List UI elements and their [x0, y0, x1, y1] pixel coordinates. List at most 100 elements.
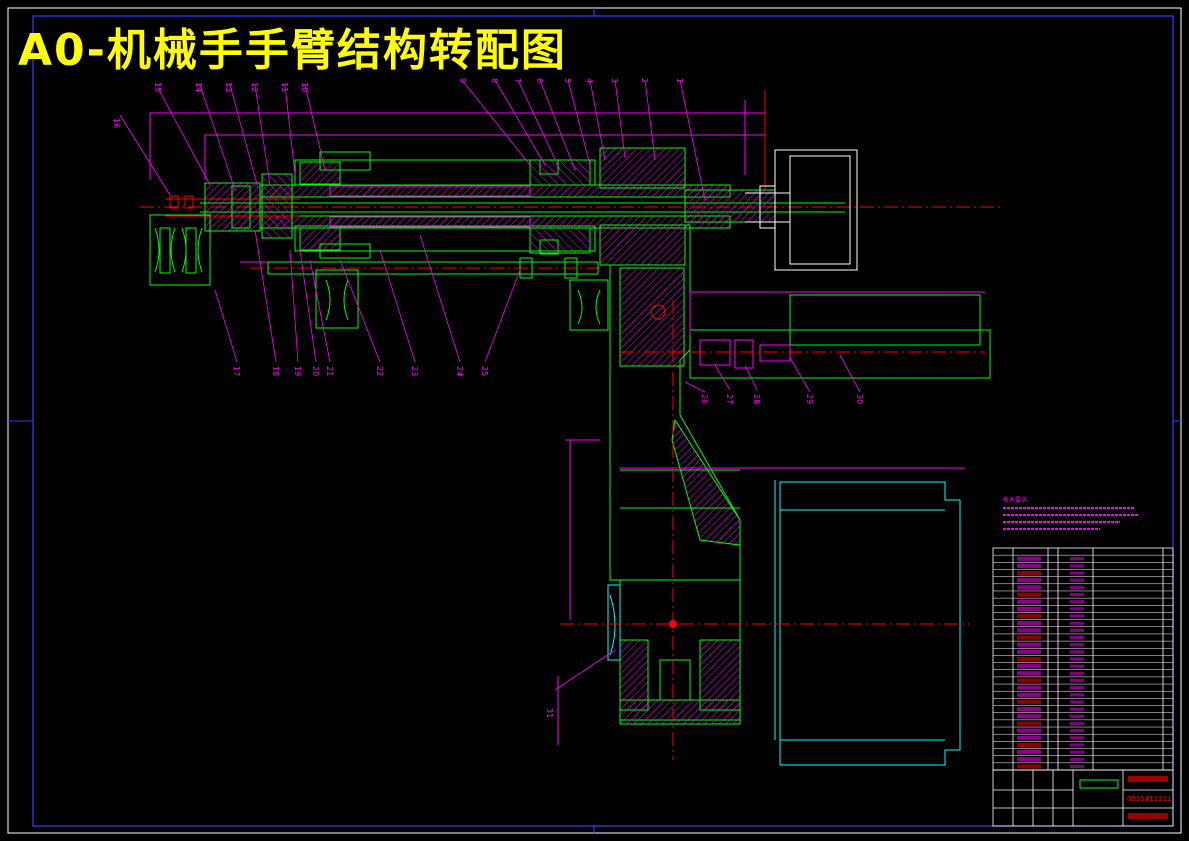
parts-row-mark [1017, 692, 1041, 697]
column-assembly [557, 224, 991, 766]
parts-row-mark [1017, 585, 1041, 590]
parts-row-mark [1017, 599, 1041, 604]
parts-row-material [1070, 686, 1084, 690]
parts-row-mark [1017, 757, 1041, 762]
parts-row-mark [1017, 678, 1041, 683]
parts-row-material [1070, 635, 1084, 640]
parts-row-mark [1017, 728, 1041, 733]
balloon-30: 30 [855, 394, 864, 404]
balloon-11: 11 [280, 82, 289, 92]
balloon-6: 6 [535, 78, 544, 83]
balloon-31: 31 [545, 708, 554, 718]
balloons-bottom: 17 18 19 20 21 22 23 24 25 26 27 28 29 3… [232, 366, 864, 718]
parts-row-material [1070, 650, 1084, 654]
parts-row-mark [1017, 707, 1041, 712]
balloon-16: 16 [112, 118, 121, 128]
balloon-7: 7 [513, 78, 522, 83]
parts-row-material [1070, 743, 1084, 747]
parts-row-material [1070, 578, 1084, 582]
parts-row-mark [1017, 613, 1041, 619]
parts-row-material [1070, 714, 1084, 718]
parts-row-material [1070, 621, 1084, 625]
balloon-18: 18 [271, 366, 280, 376]
balloon-20: 20 [311, 366, 320, 376]
tech-req-heading: 技术要求: [1003, 496, 1029, 504]
parts-row-mark [1017, 563, 1041, 568]
parts-row-mark [1017, 735, 1041, 740]
parts-row-mark [1017, 685, 1041, 690]
balloon-27: 27 [725, 394, 734, 404]
parts-list-rows [993, 554, 1173, 769]
parts-row-mark [1017, 570, 1041, 576]
parts-row-mark [1017, 721, 1041, 726]
parts-row-mark [1017, 628, 1041, 633]
balloon-12: 12 [250, 82, 259, 92]
parts-row-material [1070, 585, 1084, 589]
parts-row-material [1070, 564, 1084, 568]
sheet-frame [7, 7, 1182, 834]
balloon-1: 1 [675, 78, 684, 83]
parts-row-mark [1017, 592, 1041, 597]
parts-row-mark [1017, 556, 1041, 561]
parts-row-mark [1017, 642, 1041, 647]
parts-row-mark [1017, 714, 1041, 719]
leader-lines [119, 79, 861, 691]
parts-row-mark [1017, 578, 1041, 583]
drawing-number: 0515811211 [1127, 795, 1172, 803]
parts-row-mark [1017, 606, 1041, 611]
balloon-29: 29 [805, 394, 814, 404]
balloon-10: 10 [300, 82, 309, 92]
parts-row-material [1070, 657, 1084, 661]
technical-requirements: 技术要求: [1003, 496, 1138, 530]
parts-row-mark [1017, 742, 1041, 748]
parts-row-material [1070, 643, 1084, 647]
parts-row-material [1070, 750, 1084, 754]
parts-list [992, 547, 1174, 771]
parts-row-material [1070, 764, 1084, 768]
gripper-left [149, 195, 211, 286]
parts-row-material [1070, 700, 1084, 704]
balloons-top: 16 15 14 13 12 11 10 9 8 7 6 5 4 3 2 1 [112, 78, 684, 128]
motor [745, 149, 858, 271]
parts-row-mark [1017, 621, 1041, 626]
parts-row-material [1070, 729, 1084, 733]
balloon-17: 17 [232, 366, 241, 376]
parts-row-material [1070, 678, 1084, 683]
gripper-middle [315, 269, 609, 331]
parts-row-material [1070, 693, 1084, 697]
parts-row-material [1070, 614, 1084, 618]
balloon-25: 25 [480, 366, 489, 376]
balloon-3: 3 [610, 78, 619, 83]
balloon-13: 13 [224, 82, 233, 92]
balloon-24: 24 [455, 366, 464, 376]
title-block [992, 769, 1174, 827]
parts-row-material [1070, 664, 1084, 668]
arm-assembly [140, 90, 1000, 331]
parts-row-material [1070, 557, 1084, 561]
balloon-5: 5 [563, 78, 572, 83]
balloon-22: 22 [375, 366, 384, 376]
parts-row-material [1070, 721, 1084, 726]
parts-row-material [1070, 600, 1084, 604]
parts-row-material [1070, 607, 1084, 611]
parts-row-material [1070, 628, 1084, 632]
balloon-21: 21 [325, 366, 334, 376]
balloon-8: 8 [490, 78, 499, 83]
balloon-14: 14 [194, 82, 203, 92]
balloon-2: 2 [640, 78, 649, 83]
parts-row-mark [1017, 671, 1041, 676]
parts-row-mark [1017, 635, 1041, 640]
parts-row-material [1070, 707, 1084, 711]
parts-row-mark [1017, 649, 1041, 654]
balloon-9: 9 [458, 78, 467, 83]
parts-row-mark [1017, 750, 1041, 755]
parts-row-material [1070, 592, 1084, 597]
balloon-15: 15 [153, 82, 162, 92]
parts-row-mark [1017, 699, 1041, 705]
balloon-4: 4 [585, 78, 594, 83]
parts-row-material [1070, 671, 1084, 675]
balloon-28: 28 [752, 394, 761, 404]
parts-row-mark [1017, 764, 1041, 769]
parts-row-material [1070, 757, 1084, 761]
